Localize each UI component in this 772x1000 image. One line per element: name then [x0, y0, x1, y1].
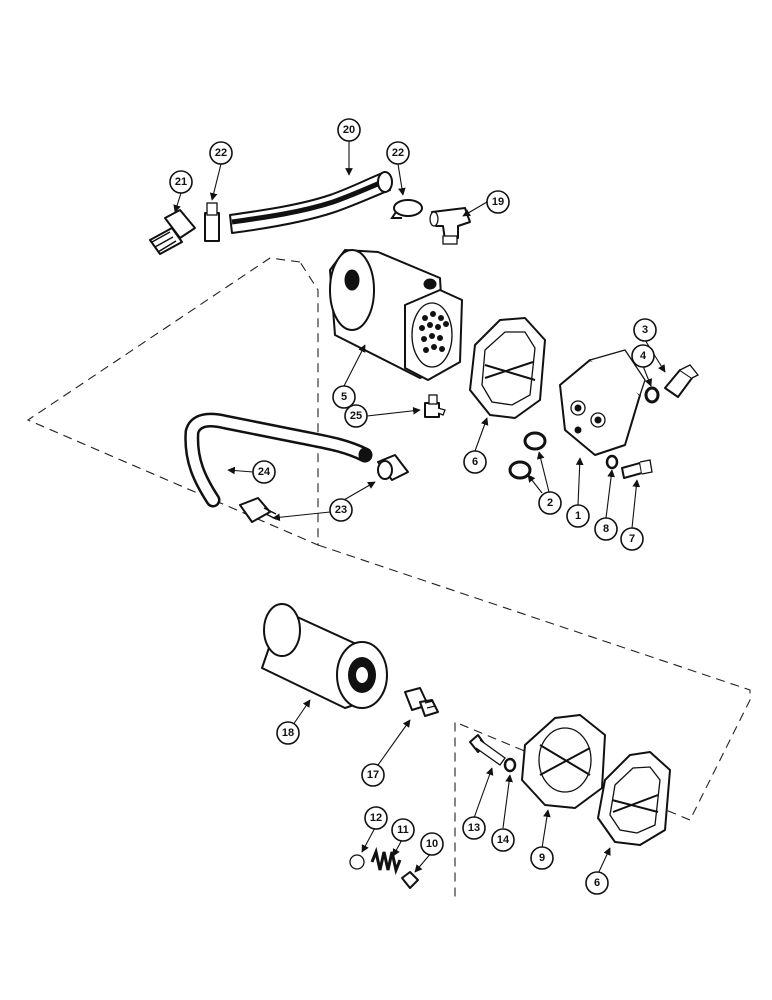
callout-label: 3	[642, 324, 648, 336]
callout-label: 25	[350, 410, 362, 422]
callout-1: 1	[566, 504, 590, 528]
callout-2: 2	[538, 491, 562, 515]
callout-label: 22	[215, 147, 227, 159]
callout-14: 14	[491, 828, 515, 852]
callout-3: 3	[633, 318, 657, 342]
callout-8: 8	[594, 517, 618, 541]
lock-washer-part-8	[605, 454, 619, 470]
adapter-part-1	[559, 349, 646, 456]
washer-part-4	[644, 386, 660, 404]
callout-label: 9	[539, 852, 545, 864]
tube-part-24	[184, 412, 373, 508]
callout-label: 11	[397, 824, 409, 836]
callout-label: 5	[341, 391, 347, 403]
callout-10: 10	[420, 832, 444, 856]
callout-label: 14	[497, 834, 510, 846]
callout-5: 5	[332, 385, 356, 409]
clamp-part-22-left	[204, 202, 220, 242]
callout-label: 7	[629, 533, 635, 545]
filter-cartridge-part-18	[261, 603, 388, 709]
callout-label: 22	[392, 147, 404, 159]
filter-housing-part-5	[329, 249, 463, 381]
callout-label: 2	[547, 497, 553, 509]
callout-label: 19	[492, 196, 504, 208]
o-ring-part-2-a	[523, 431, 547, 451]
callout-label: 1	[575, 510, 581, 522]
fitting-part-23-right	[377, 454, 409, 481]
nipple-part-17	[404, 687, 439, 717]
callout-4: 4	[631, 344, 655, 368]
clamp-part-22-right	[390, 199, 423, 219]
valve-part-10	[401, 871, 419, 889]
callout-label: 13	[468, 822, 480, 834]
spring-part-11	[370, 846, 402, 876]
fitting-part-23-left	[239, 497, 277, 523]
callout-6-lower: 6	[585, 871, 609, 895]
bolt-part-13	[469, 734, 506, 766]
callout-23: 23	[329, 498, 353, 522]
callout-label: 10	[426, 838, 438, 850]
callout-label: 17	[367, 769, 379, 781]
callout-19: 19	[486, 190, 510, 214]
callout-label: 8	[603, 523, 609, 535]
fitting-part-25	[424, 394, 446, 418]
callout-13: 13	[462, 816, 486, 840]
gasket-part-6-lower	[597, 751, 671, 846]
callout-label: 6	[472, 456, 478, 468]
bolt-part-3	[664, 364, 700, 398]
callout-12: 12	[364, 806, 388, 830]
callout-9: 9	[530, 846, 554, 870]
filter-base-part-9	[521, 714, 606, 809]
callout-22-right: 22	[386, 141, 410, 165]
callout-label: 4	[640, 350, 647, 362]
o-ring-part-2-b	[508, 460, 532, 480]
callout-6-upper: 6	[463, 450, 487, 474]
callout-11: 11	[391, 818, 415, 842]
washer-part-14	[503, 757, 517, 773]
callout-label: 24	[258, 466, 271, 478]
callout-24: 24	[252, 460, 276, 484]
callout-7: 7	[620, 527, 644, 551]
callout-label: 12	[370, 812, 382, 824]
tee-fitting-part-19	[429, 207, 471, 245]
ball-part-12	[349, 854, 365, 870]
callout-label: 20	[343, 124, 355, 136]
assembly-outline-lower	[317, 544, 751, 900]
callout-25: 25	[344, 404, 368, 428]
bolt-part-7	[621, 459, 653, 479]
callout-label: 23	[335, 504, 347, 516]
callout-label: 6	[594, 877, 600, 889]
callout-label: 21	[175, 176, 187, 188]
callout-21: 21	[169, 170, 193, 194]
callout-17: 17	[361, 763, 385, 787]
callout-20: 20	[337, 118, 361, 142]
assembly-outline-upper	[26, 257, 319, 546]
hose-part-20	[229, 171, 393, 234]
callout-18: 18	[276, 721, 300, 745]
callout-22-left: 22	[209, 141, 233, 165]
elbow-fitting-part-21	[149, 209, 196, 255]
gasket-part-6-upper	[469, 317, 546, 419]
callout-label: 18	[282, 727, 294, 739]
